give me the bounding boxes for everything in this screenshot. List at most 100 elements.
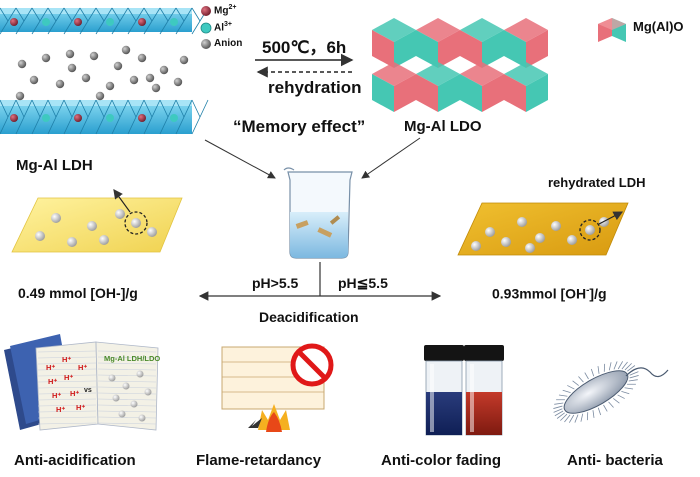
anion	[105, 81, 115, 91]
anti-acidification-label: Anti-acidification	[14, 452, 136, 469]
right-sheet-arrow	[598, 211, 624, 225]
oh-ball	[115, 209, 125, 219]
anion	[173, 77, 183, 87]
ldh-to-beaker-arrow	[204, 139, 276, 179]
anion-legend-label: Anion	[214, 38, 243, 49]
deacidification-label: Deacidification	[259, 309, 359, 325]
oh-ball	[87, 221, 97, 231]
beaker-icon	[283, 167, 353, 259]
anion	[179, 55, 189, 65]
anion	[15, 91, 25, 101]
right-oh-value: 0.93mmol [OH-]/g	[492, 285, 607, 302]
anion	[129, 75, 139, 85]
h-plus-label: H⁺	[52, 391, 61, 400]
oh-ball	[130, 400, 138, 408]
anion	[151, 83, 161, 93]
anti-bacteria-label: Anti- bacteria	[567, 452, 663, 469]
vials-illustration	[424, 345, 504, 436]
oh-ball	[35, 231, 45, 241]
anion	[145, 73, 155, 83]
anion	[81, 73, 91, 83]
left-oh-value: 0.49 mmol [OH-]/g	[18, 285, 138, 301]
anion	[95, 91, 105, 101]
anion	[29, 75, 39, 85]
al-ion	[170, 18, 178, 26]
al-legend-dot	[200, 22, 212, 34]
blue-vial	[424, 345, 464, 436]
oh-ball	[112, 394, 120, 402]
oh-ball	[525, 243, 535, 253]
h-plus-label: H⁺	[78, 363, 87, 372]
mg-legend-dot	[201, 6, 211, 16]
anion	[65, 49, 75, 59]
oh-ball	[118, 410, 126, 418]
ldo-label: Mg-Al LDO	[404, 118, 482, 135]
anion	[55, 79, 65, 89]
al-ion	[42, 18, 50, 26]
oh-ball	[67, 237, 77, 247]
ph-right-label: pH≦5.5	[338, 275, 388, 291]
mg-ion	[74, 18, 82, 26]
h-plus-label: H⁺	[46, 363, 55, 372]
calcination-label: 500℃，6h	[262, 38, 347, 57]
rehydrated-ldh-label: rehydrated LDH	[548, 175, 646, 190]
oh-ball	[485, 227, 495, 237]
book-illustration: H⁺H⁺H⁺H⁺H⁺H⁺H⁺H⁺H⁺ vs Mg-Al LDH/LDO	[4, 334, 160, 431]
oh-ball	[144, 388, 152, 396]
h-plus-label: H⁺	[48, 377, 57, 386]
ldo-to-beaker-arrow	[361, 137, 421, 179]
oh-ball	[138, 414, 146, 422]
oh-ball	[585, 225, 595, 235]
paper-label: Mg-Al LDH/LDO	[104, 354, 160, 363]
right-sheet	[457, 202, 629, 256]
oh-ball	[535, 233, 545, 243]
oh-ball	[471, 241, 481, 251]
anion	[67, 63, 77, 73]
al-ion	[42, 114, 50, 122]
oh-ball	[517, 217, 527, 227]
rehydration-label: rehydration	[268, 78, 362, 97]
ion-legend	[200, 6, 212, 49]
oh-ball	[122, 382, 130, 390]
oh-ball	[501, 237, 511, 247]
left-sheet	[11, 189, 183, 253]
al-legend-label: Al3+	[214, 21, 232, 34]
h-plus-label: H⁺	[56, 405, 65, 414]
bacteria-icon	[553, 361, 669, 423]
oh-ball	[51, 213, 61, 223]
ldh-bottom-layer	[0, 99, 209, 135]
ldo-legend-icon	[598, 18, 626, 42]
oh-ball	[567, 235, 577, 245]
ldh-structure	[0, 7, 209, 135]
mg-ion	[10, 114, 18, 122]
h-plus-label: H⁺	[64, 373, 73, 382]
anion	[89, 51, 99, 61]
anion	[113, 61, 123, 71]
h-plus-label: H⁺	[70, 389, 79, 398]
anion-legend-dot	[201, 39, 211, 49]
oh-ball	[99, 235, 109, 245]
mg-ion	[138, 114, 146, 122]
ph-split	[198, 262, 442, 301]
ph-left-label: pH>5.5	[252, 275, 299, 291]
flame-illustration	[221, 343, 334, 432]
anion	[137, 53, 147, 63]
left-sheet-arrow	[113, 189, 131, 213]
no-fire-icon	[290, 343, 334, 387]
highlight-circle-left	[124, 211, 148, 235]
anion	[41, 53, 51, 63]
al-ion	[170, 114, 178, 122]
ldh-label: Mg-Al LDH	[16, 157, 93, 174]
mg-ion	[138, 18, 146, 26]
anion	[17, 59, 27, 69]
ldo-structure	[372, 18, 548, 112]
anion	[159, 65, 169, 75]
h-plus-label: H⁺	[76, 403, 85, 412]
mg-ion	[10, 18, 18, 26]
oh-ball	[551, 221, 561, 231]
al-ion	[106, 18, 114, 26]
red-vial	[464, 345, 504, 436]
oh-ball	[108, 374, 116, 382]
anti-color-fading-label: Anti-color fading	[381, 452, 501, 469]
